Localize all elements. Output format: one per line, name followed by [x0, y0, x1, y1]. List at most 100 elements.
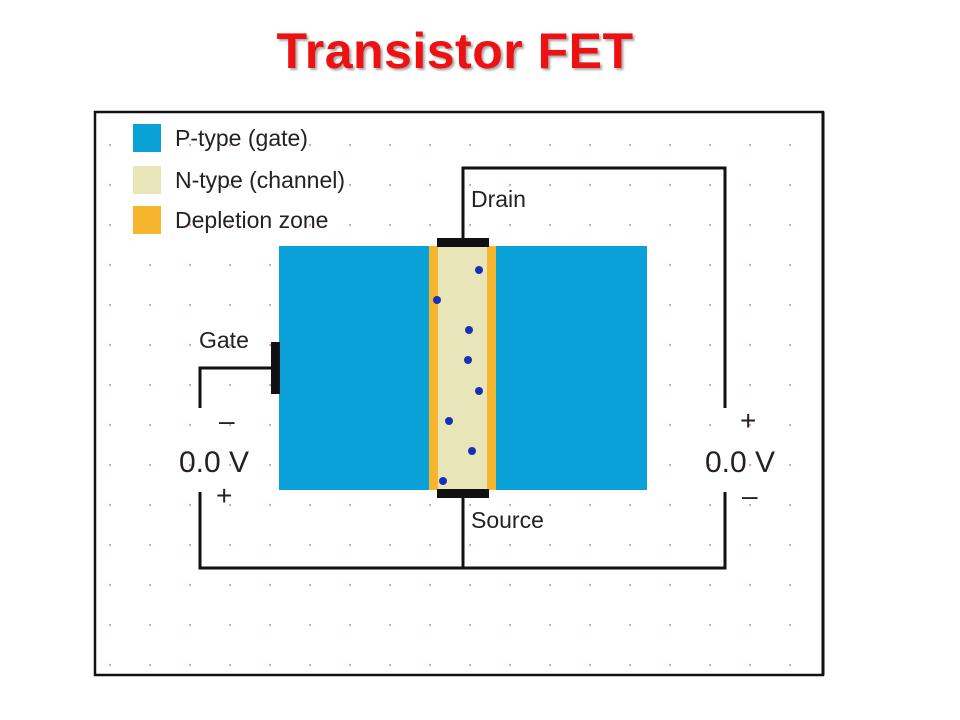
grid-dot — [268, 383, 272, 387]
electron — [468, 447, 476, 455]
electron — [465, 326, 473, 334]
grid-dot — [748, 263, 752, 267]
grid-dot — [548, 143, 552, 147]
grid-dot — [348, 623, 352, 627]
grid-dot — [428, 623, 432, 627]
grid-dot — [628, 623, 632, 627]
gate-terminal — [271, 342, 280, 394]
grid-dot — [668, 583, 672, 587]
grid-dot — [788, 463, 792, 467]
grid-dot — [388, 143, 392, 147]
grid-dot — [108, 423, 112, 427]
grid-dot — [188, 183, 192, 187]
grid-dot — [548, 583, 552, 587]
legend-swatch-depletion — [133, 206, 161, 234]
grid-dot — [148, 623, 152, 627]
grid-dot — [388, 583, 392, 587]
source-terminal — [437, 489, 489, 498]
grid-dot — [108, 543, 112, 547]
drain-terminal — [437, 238, 489, 247]
grid-dot — [108, 623, 112, 627]
grid-dot — [708, 583, 712, 587]
grid-dot — [228, 423, 232, 427]
grid-dot — [748, 143, 752, 147]
grid-dot — [508, 223, 512, 227]
grid-dot — [708, 143, 712, 147]
grid-dot — [708, 543, 712, 547]
grid-dot — [428, 543, 432, 547]
grid-dot — [788, 183, 792, 187]
grid-dot — [588, 583, 592, 587]
grid-dot — [508, 663, 512, 667]
grid-dot — [148, 423, 152, 427]
grid-dot — [748, 303, 752, 307]
grid-dot — [788, 303, 792, 307]
grid-dot — [508, 143, 512, 147]
legend-label-p-type: P-type (gate) — [175, 125, 308, 151]
grid-dot — [228, 383, 232, 387]
drain-wire — [461, 166, 727, 408]
grid-dot — [628, 663, 632, 667]
left-voltage-source: – 0.0 V + — [179, 405, 249, 511]
grid-dot — [708, 223, 712, 227]
electron — [433, 296, 441, 304]
grid-dot — [148, 543, 152, 547]
grid-dot — [108, 183, 112, 187]
grid-dot — [268, 663, 272, 667]
grid-dot — [668, 343, 672, 347]
grid-dot — [228, 623, 232, 627]
grid-dot — [348, 143, 352, 147]
grid-dot — [788, 423, 792, 427]
grid-dot — [668, 663, 672, 667]
grid-dot — [668, 463, 672, 467]
grid-dot — [748, 583, 752, 587]
grid-dot — [748, 663, 752, 667]
grid-dot — [188, 263, 192, 267]
grid-dot — [348, 663, 352, 667]
grid-dot — [268, 263, 272, 267]
grid-dot — [108, 143, 112, 147]
gate-label: Gate — [199, 327, 249, 353]
right-supply-top-sign: + — [740, 405, 756, 436]
grid-dot — [788, 263, 792, 267]
legend: P-type (gate) N-type (channel) Depletion… — [133, 124, 345, 234]
grid-dot — [108, 383, 112, 387]
electron — [439, 477, 447, 485]
grid-dot — [388, 623, 392, 627]
grid-dot — [148, 263, 152, 267]
grid-dot — [708, 343, 712, 347]
grid-dot — [188, 223, 192, 227]
grid-dot — [588, 503, 592, 507]
grid-dot — [748, 223, 752, 227]
grid-dot — [148, 303, 152, 307]
grid-dot — [748, 463, 752, 467]
grid-dot — [748, 503, 752, 507]
grid-dot — [508, 503, 512, 507]
grid-dot — [108, 463, 112, 467]
grid-dot — [788, 223, 792, 227]
grid-dot — [228, 343, 232, 347]
left-supply-voltage: 0.0 V — [179, 446, 249, 479]
legend-swatch-p-type — [133, 124, 161, 152]
grid-dot — [228, 463, 232, 467]
grid-dot — [628, 183, 632, 187]
grid-dot — [388, 183, 392, 187]
grid-dot — [788, 663, 792, 667]
grid-dot — [708, 303, 712, 307]
grid-dot — [188, 583, 192, 587]
source-label: Source — [471, 507, 544, 533]
grid-dot — [108, 343, 112, 347]
grid-dot — [348, 223, 352, 227]
grid-dot — [708, 663, 712, 667]
grid-dot — [268, 543, 272, 547]
grid-dot — [428, 143, 432, 147]
grid-dot — [108, 663, 112, 667]
grid-dot — [308, 223, 312, 227]
grid-dot — [228, 303, 232, 307]
grid-dot — [628, 503, 632, 507]
grid-dot — [548, 223, 552, 227]
grid-dot — [708, 423, 712, 427]
grid-dot — [188, 143, 192, 147]
grid-dot — [668, 543, 672, 547]
grid-dot — [548, 503, 552, 507]
